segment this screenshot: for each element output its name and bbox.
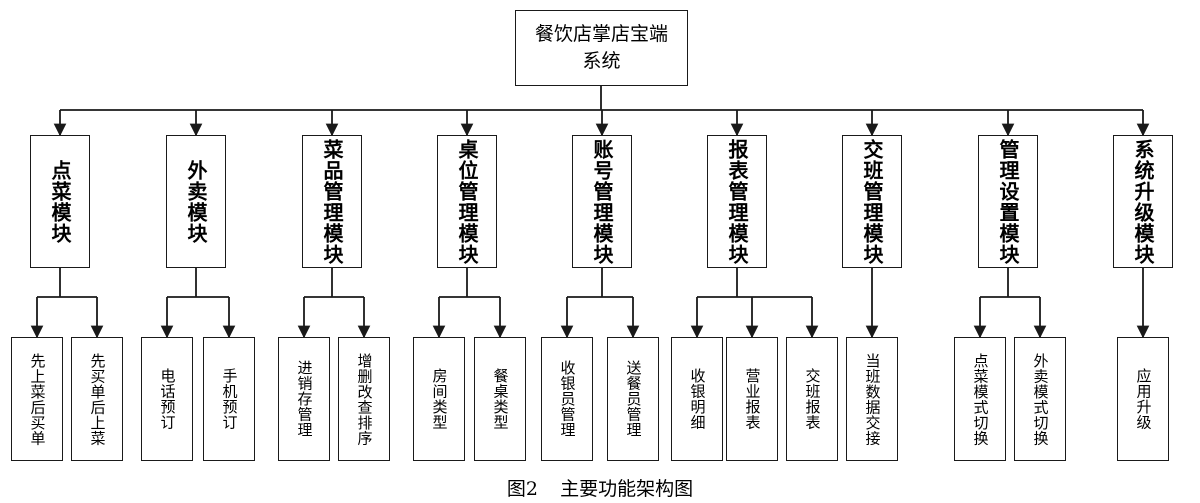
submodule-label: 外卖模式切换 (1031, 352, 1050, 446)
module-label: 账号管理模块 (590, 138, 614, 265)
submodule-box: 电话预订 (141, 337, 193, 461)
submodule-label: 点菜模式切换 (971, 352, 990, 446)
module-label: 点菜模块 (48, 159, 72, 244)
module-box: 报表管理模块 (707, 135, 767, 268)
submodule-box: 当班数据交接 (846, 337, 898, 461)
submodule-label: 收银员管理 (558, 360, 577, 438)
submodule-label: 餐桌类型 (491, 368, 510, 430)
submodule-box: 先买单后上菜 (71, 337, 123, 461)
submodule-label: 先买单后上菜 (88, 352, 107, 446)
submodule-box: 交班报表 (786, 337, 838, 461)
submodule-box: 房间类型 (413, 337, 465, 461)
submodule-box: 收银员管理 (541, 337, 593, 461)
submodule-box: 手机预订 (203, 337, 255, 461)
submodule-box: 送餐员管理 (607, 337, 659, 461)
caption-text: 主要功能架构图 (560, 478, 694, 500)
submodule-label: 营业报表 (743, 368, 762, 430)
module-box: 账号管理模块 (572, 135, 632, 268)
submodule-box: 点菜模式切换 (954, 337, 1006, 461)
module-box: 点菜模块 (30, 135, 90, 268)
figure-caption: 图2 主要功能架构图 (0, 474, 1200, 501)
module-label: 交班管理模块 (860, 138, 884, 265)
module-label: 管理设置模块 (996, 138, 1020, 265)
submodule-box: 进销存管理 (278, 337, 330, 461)
submodule-box: 外卖模式切换 (1014, 337, 1066, 461)
root-title-line1: 餐饮店掌店宝端 (534, 23, 668, 45)
submodule-label: 交班报表 (803, 368, 822, 430)
submodule-label: 房间类型 (430, 368, 449, 430)
module-box: 菜品管理模块 (302, 135, 362, 268)
module-box: 管理设置模块 (978, 135, 1038, 268)
submodule-label: 收银明细 (688, 368, 707, 430)
submodule-label: 增删改查排序 (355, 352, 374, 446)
submodule-box: 先上菜后买单 (11, 337, 63, 461)
submodule-box: 收银明细 (671, 337, 723, 461)
submodule-label: 先上菜后买单 (28, 352, 47, 446)
submodule-box: 增删改查排序 (338, 337, 390, 461)
submodule-label: 当班数据交接 (863, 352, 882, 446)
module-label: 桌位管理模块 (455, 138, 479, 265)
submodule-box: 营业报表 (726, 337, 778, 461)
caption-number: 图2 (506, 478, 539, 500)
submodule-label: 手机预订 (220, 368, 239, 430)
module-box: 交班管理模块 (842, 135, 902, 268)
module-label: 外卖模块 (184, 159, 208, 244)
submodule-box: 应用升级 (1117, 337, 1169, 461)
module-box: 桌位管理模块 (437, 135, 497, 268)
submodule-box: 餐桌类型 (474, 337, 526, 461)
submodule-label: 进销存管理 (295, 360, 314, 438)
module-box: 系统升级模块 (1113, 135, 1173, 268)
module-box: 外卖模块 (166, 135, 226, 268)
root-node: 餐饮店掌店宝端 系统 (515, 10, 688, 86)
root-title-line2: 系统 (582, 50, 621, 72)
submodule-label: 应用升级 (1134, 368, 1153, 430)
module-label: 菜品管理模块 (320, 138, 344, 265)
submodule-label: 电话预订 (158, 368, 177, 430)
module-label: 报表管理模块 (725, 138, 749, 265)
submodule-label: 送餐员管理 (624, 360, 643, 438)
module-label: 系统升级模块 (1131, 138, 1155, 265)
